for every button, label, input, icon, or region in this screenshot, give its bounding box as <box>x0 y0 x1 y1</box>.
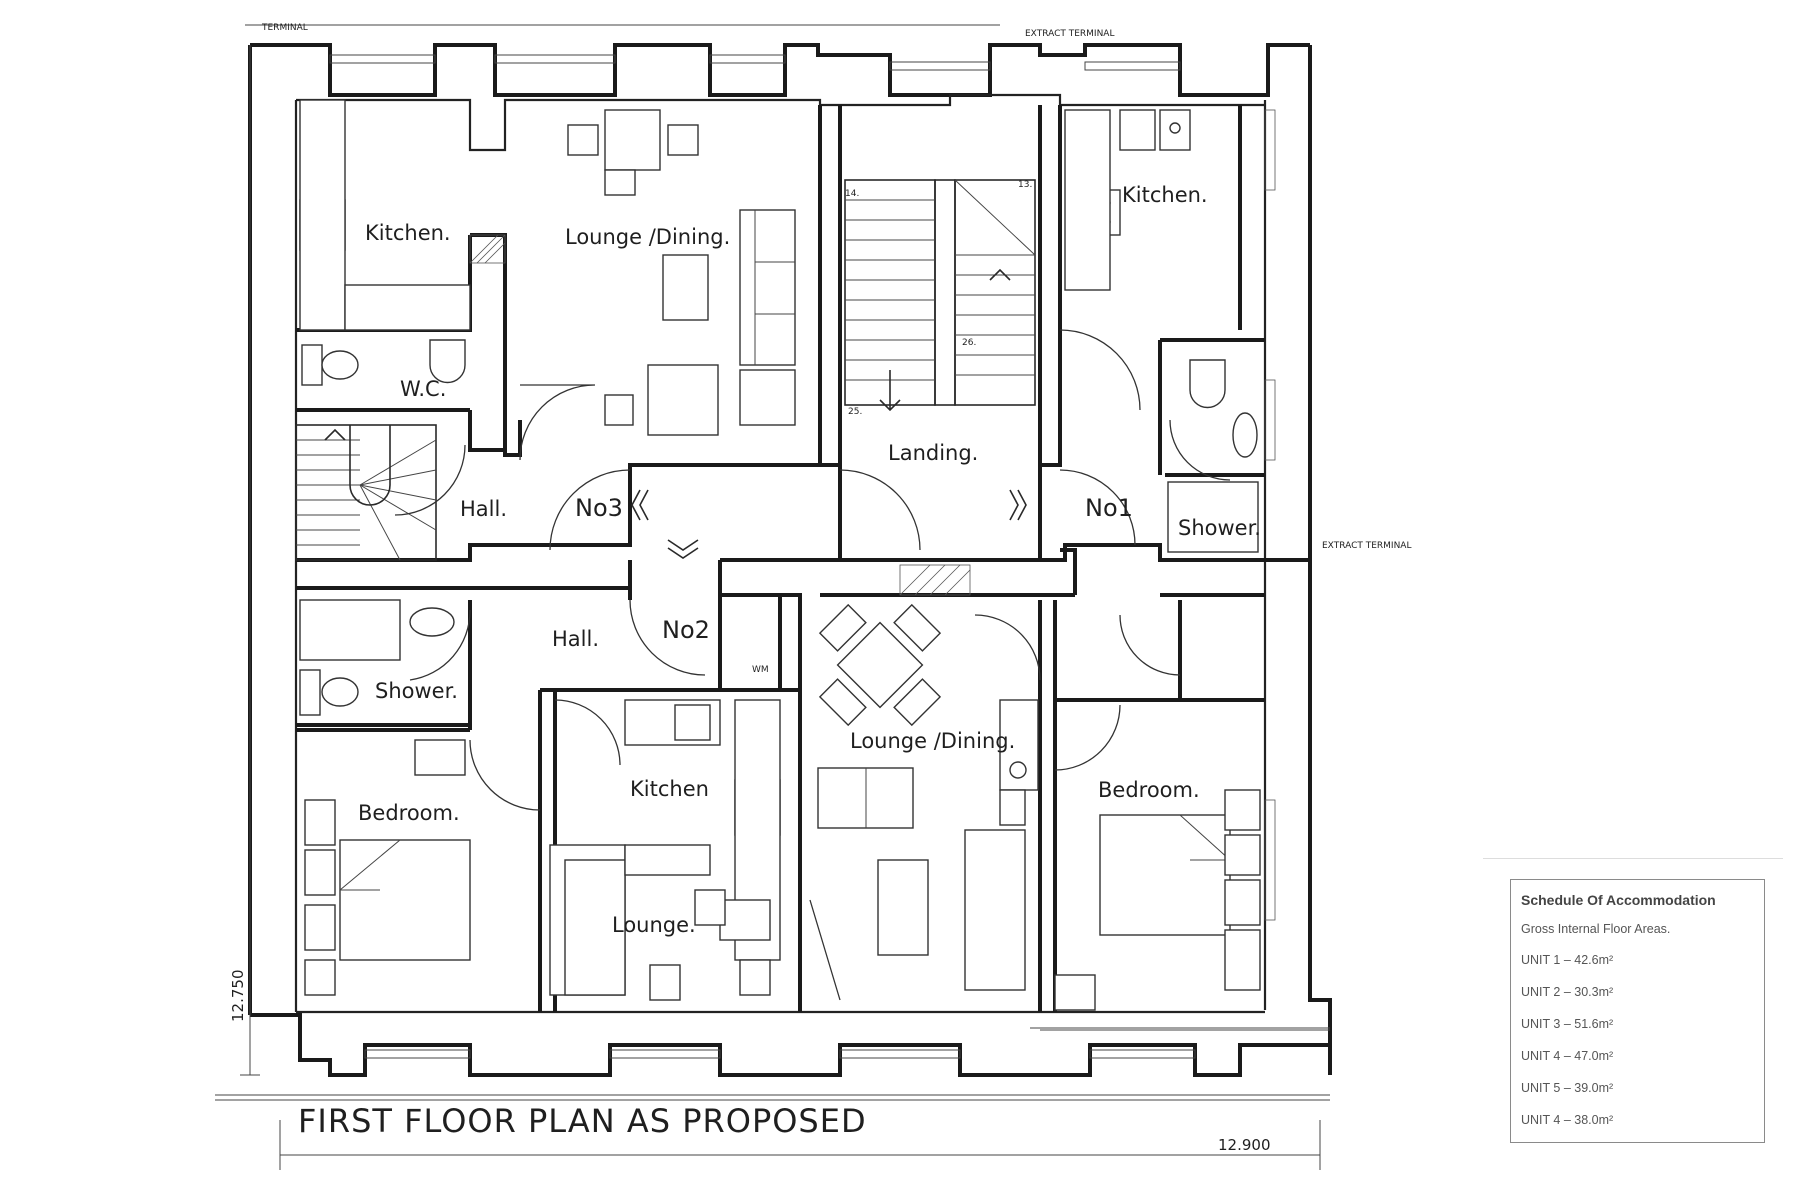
label-unit-no2: No2 <box>662 616 710 644</box>
schedule-row: UNIT 5 – 39.0m² <box>1521 1081 1614 1095</box>
label-shower-right: Shower. <box>1178 516 1261 540</box>
doors <box>394 329 1231 1001</box>
label-kitchen-mid: Kitchen <box>630 777 709 801</box>
label-lounge-dining-top: Lounge /Dining. <box>565 225 730 249</box>
schedule-of-accommodation: Schedule Of Accommodation Gross Internal… <box>1510 879 1765 1143</box>
labels: TERMINAL EXTRACT TERMINAL EXTRACT TERMIN… <box>229 23 1411 1154</box>
stair-number-26: 26. <box>962 338 976 348</box>
main-stair <box>844 179 1036 412</box>
label-hall-mid: Hall. <box>552 627 599 651</box>
label-hall-top: Hall. <box>460 497 507 521</box>
schedule-divider <box>1483 858 1783 859</box>
dimension-lines <box>215 24 1330 1170</box>
label-shower-left: Shower. <box>375 679 458 703</box>
stair-number-14: 14. <box>845 189 859 199</box>
hall-stair <box>295 424 437 561</box>
furniture <box>299 99 1261 1011</box>
stair-number-13: 13. <box>1018 180 1032 190</box>
label-wm: WM <box>752 665 769 675</box>
schedule-row: UNIT 3 – 51.6m² <box>1521 1017 1614 1031</box>
label-landing: Landing. <box>888 441 978 465</box>
extract-terminal-note: EXTRACT TERMINAL <box>1322 541 1411 551</box>
terminal-note-left: TERMINAL <box>261 23 308 33</box>
stair-number-25: 25. <box>848 407 862 417</box>
schedule-subheading: Gross Internal Floor Areas. <box>1521 922 1671 936</box>
hatched-walls <box>469 109 1276 921</box>
windows-top <box>329 54 1196 1059</box>
schedule-row: UNIT 2 – 30.3m² <box>1521 985 1614 999</box>
label-lounge-mid: Lounge. <box>612 913 696 937</box>
label-kitchen-top-left: Kitchen. <box>365 221 451 245</box>
dimension-width: 12.900 <box>1218 1136 1271 1154</box>
drawing-title: FIRST FLOOR PLAN AS PROPOSED <box>298 1102 867 1140</box>
schedule-row: UNIT 4 – 47.0m² <box>1521 1049 1614 1063</box>
label-wc: W.C. <box>400 377 446 401</box>
schedule-row: UNIT 4 – 38.0m² <box>1521 1113 1614 1127</box>
schedule-row: UNIT 1 – 42.6m² <box>1521 953 1614 967</box>
label-unit-no1: No1 <box>1085 494 1133 522</box>
label-unit-no3: No3 <box>575 494 623 522</box>
schedule-heading: Schedule Of Accommodation <box>1521 892 1716 908</box>
terminal-note-right: EXTRACT TERMINAL <box>1025 29 1114 39</box>
label-kitchen-top-right: Kitchen. <box>1122 183 1208 207</box>
dimension-height: 12.750 <box>229 970 247 1023</box>
label-lounge-dining-bottom: Lounge /Dining. <box>850 729 1015 753</box>
unit-arrows <box>631 489 1027 559</box>
label-bedroom-left: Bedroom. <box>358 801 460 825</box>
label-bedroom-right: Bedroom. <box>1098 778 1200 802</box>
